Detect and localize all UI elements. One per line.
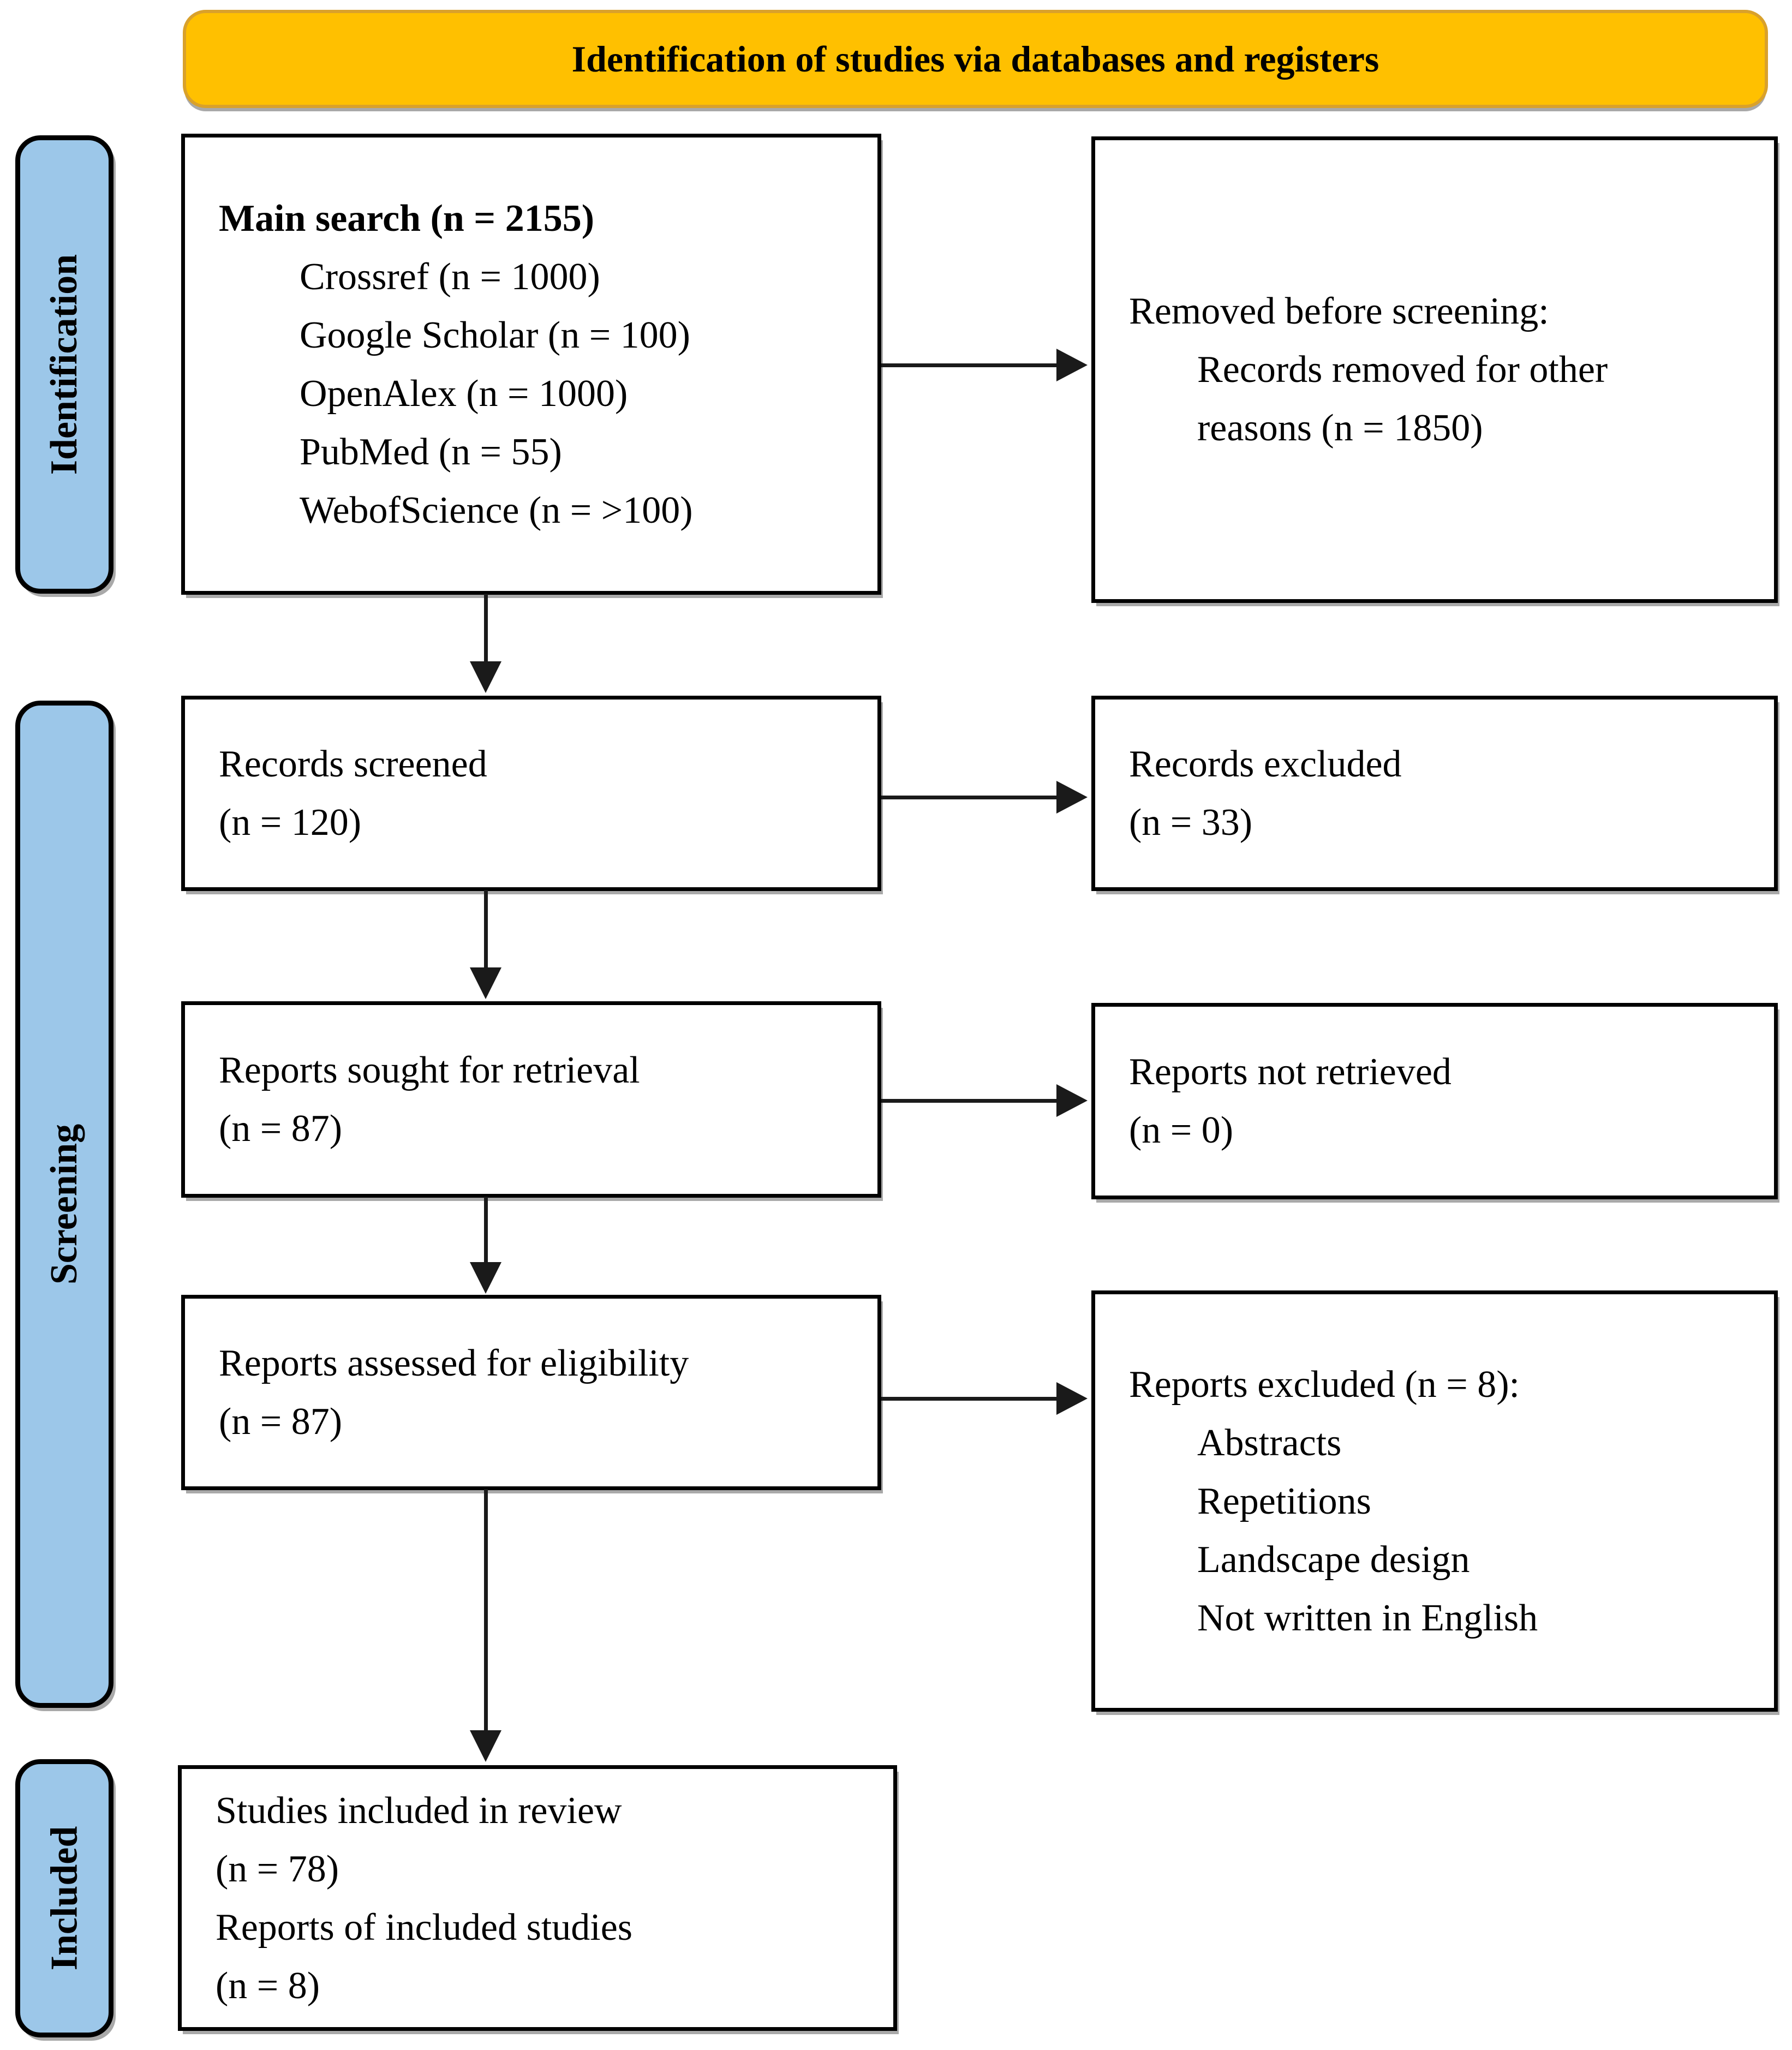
removed-before-screening-title: Removed before screening: bbox=[1129, 290, 1549, 332]
reports-sought-count: (n = 87) bbox=[219, 1108, 343, 1150]
stage-label-screening: Screening bbox=[43, 1123, 86, 1285]
main-search-item: PubMed (n = 55) bbox=[300, 431, 562, 473]
box-main-search: Main search (n = 2155) Crossref (n = 100… bbox=[181, 134, 881, 595]
arrow-down-icon bbox=[470, 967, 501, 999]
stage-bar-screening: Screening bbox=[15, 701, 114, 1708]
reports-included-count: (n = 8) bbox=[216, 1964, 320, 2007]
reports-excluded-title: Reports excluded (n = 8): bbox=[1129, 1363, 1520, 1406]
reports-excluded-item: Repetitions bbox=[1197, 1480, 1371, 1522]
reports-assessed-count: (n = 87) bbox=[219, 1401, 343, 1443]
reports-included-line: Reports of included studies bbox=[216, 1906, 633, 1949]
reports-sought-line: Reports sought for retrieval bbox=[219, 1049, 640, 1091]
connector-line-down-1 bbox=[484, 594, 488, 664]
main-search-item: Crossref (n = 1000) bbox=[300, 255, 600, 298]
stage-bar-included: Included bbox=[15, 1759, 114, 2037]
box-records-screened: Records screened (n = 120) bbox=[181, 696, 881, 891]
main-search-item: OpenAlex (n = 1000) bbox=[300, 372, 628, 415]
banner: Identification of studies via databases … bbox=[183, 10, 1768, 108]
banner-title: Identification of studies via databases … bbox=[571, 38, 1379, 80]
box-reports-sought: Reports sought for retrieval (n = 87) bbox=[181, 1001, 881, 1198]
connector-line-down-4 bbox=[484, 1489, 488, 1732]
box-reports-excluded: Reports excluded (n = 8): Abstracts Repe… bbox=[1091, 1290, 1778, 1712]
main-search-title: Main search (n = 2155) bbox=[219, 197, 595, 240]
arrow-right-icon bbox=[1056, 1382, 1088, 1415]
connector-line-down-3 bbox=[484, 1197, 488, 1264]
stage-label-identification: Identification bbox=[43, 254, 86, 475]
arrow-down-icon bbox=[470, 1262, 501, 1294]
arrow-down-icon bbox=[470, 661, 501, 693]
records-excluded-line: Records excluded bbox=[1129, 743, 1402, 785]
box-studies-included: Studies included in review (n = 78) Repo… bbox=[178, 1765, 897, 2031]
box-reports-not-retrieved: Reports not retrieved (n = 0) bbox=[1091, 1003, 1778, 1199]
stage-label-included: Included bbox=[43, 1826, 85, 1971]
reports-assessed-line: Reports assessed for eligibility bbox=[219, 1342, 689, 1384]
connector-line-right-3 bbox=[881, 1099, 1059, 1103]
arrow-down-icon bbox=[470, 1730, 501, 1762]
box-reports-assessed: Reports assessed for eligibility (n = 87… bbox=[181, 1295, 881, 1490]
arrow-right-icon bbox=[1056, 349, 1088, 381]
arrow-right-icon bbox=[1056, 781, 1088, 814]
records-excluded-count: (n = 33) bbox=[1129, 802, 1253, 844]
studies-included-line: Studies included in review bbox=[216, 1789, 622, 1832]
connector-line-right-2 bbox=[881, 796, 1059, 799]
main-search-item: Google Scholar (n = 100) bbox=[300, 314, 690, 356]
reports-not-retrieved-count: (n = 0) bbox=[1129, 1109, 1234, 1151]
connector-line-down-2 bbox=[484, 890, 488, 970]
reports-not-retrieved-line: Reports not retrieved bbox=[1129, 1051, 1451, 1093]
reports-excluded-item: Landscape design bbox=[1197, 1538, 1470, 1581]
stage-bar-identification: Identification bbox=[15, 135, 114, 594]
reports-excluded-item: Abstracts bbox=[1197, 1421, 1342, 1464]
records-screened-count: (n = 120) bbox=[219, 802, 362, 844]
box-removed-before-screening: Removed before screening: Records remove… bbox=[1091, 136, 1778, 603]
main-search-item: WebofScience (n = >100) bbox=[300, 489, 693, 531]
arrow-right-icon bbox=[1056, 1084, 1088, 1117]
removed-before-screening-item: Records removed for other reasons (n = 1… bbox=[1197, 349, 1608, 449]
reports-excluded-item: Not written in English bbox=[1197, 1597, 1538, 1639]
studies-included-count: (n = 78) bbox=[216, 1848, 339, 1890]
connector-line-right-4 bbox=[881, 1397, 1059, 1401]
connector-line-right-1 bbox=[881, 363, 1059, 367]
records-screened-line: Records screened bbox=[219, 743, 487, 785]
box-records-excluded: Records excluded (n = 33) bbox=[1091, 696, 1778, 891]
